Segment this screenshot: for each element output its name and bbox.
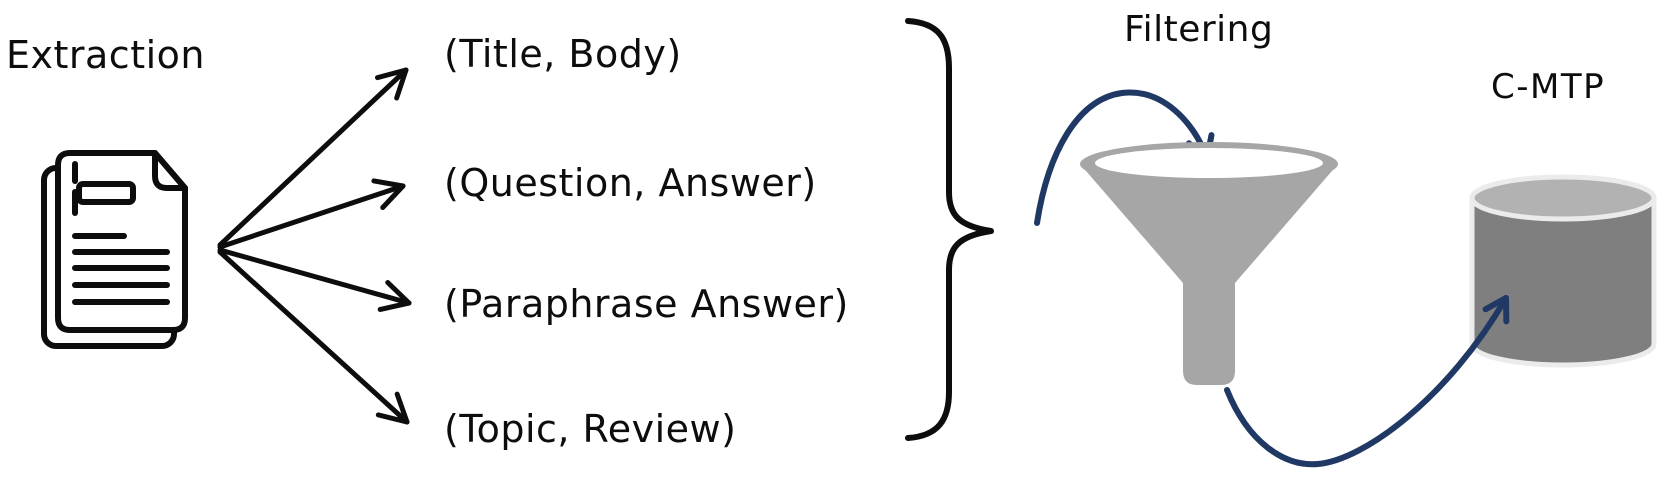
cylinder-body	[1469, 195, 1657, 368]
document-title-box	[76, 181, 136, 205]
pair-label-title-body: (Title, Body)	[444, 32, 682, 76]
extraction-label: Extraction	[6, 33, 205, 77]
pair-label-question-answer: (Question, Answer)	[444, 161, 817, 205]
fan-arrows	[217, 67, 412, 425]
pair-label-paraphrase-answer: (Paraphrase Answer)	[444, 282, 849, 326]
curly-brace	[905, 18, 994, 441]
database-cylinder-icon	[1469, 174, 1657, 368]
funnel-icon	[1080, 142, 1338, 385]
funnel-cone-and-stem	[1080, 164, 1338, 385]
into-funnel-curved-arrow	[1034, 89, 1215, 226]
arrow-to-topic-review	[217, 249, 410, 425]
pair-label-topic-review: (Topic, Review)	[444, 407, 737, 451]
funnel-to-database-curved-arrow	[1224, 295, 1510, 468]
funnel-mouth	[1095, 148, 1323, 178]
cylinder-top	[1469, 174, 1657, 222]
arrow-to-paraphrase-answer	[217, 247, 412, 312]
document-folded-corner	[152, 150, 188, 191]
cmtp-label: C-MTP	[1491, 67, 1606, 107]
documents-icon	[41, 150, 188, 349]
arrow-to-question-answer	[217, 178, 406, 250]
filtering-label: Filtering	[1124, 9, 1274, 50]
arrow-to-title-body	[217, 67, 409, 248]
